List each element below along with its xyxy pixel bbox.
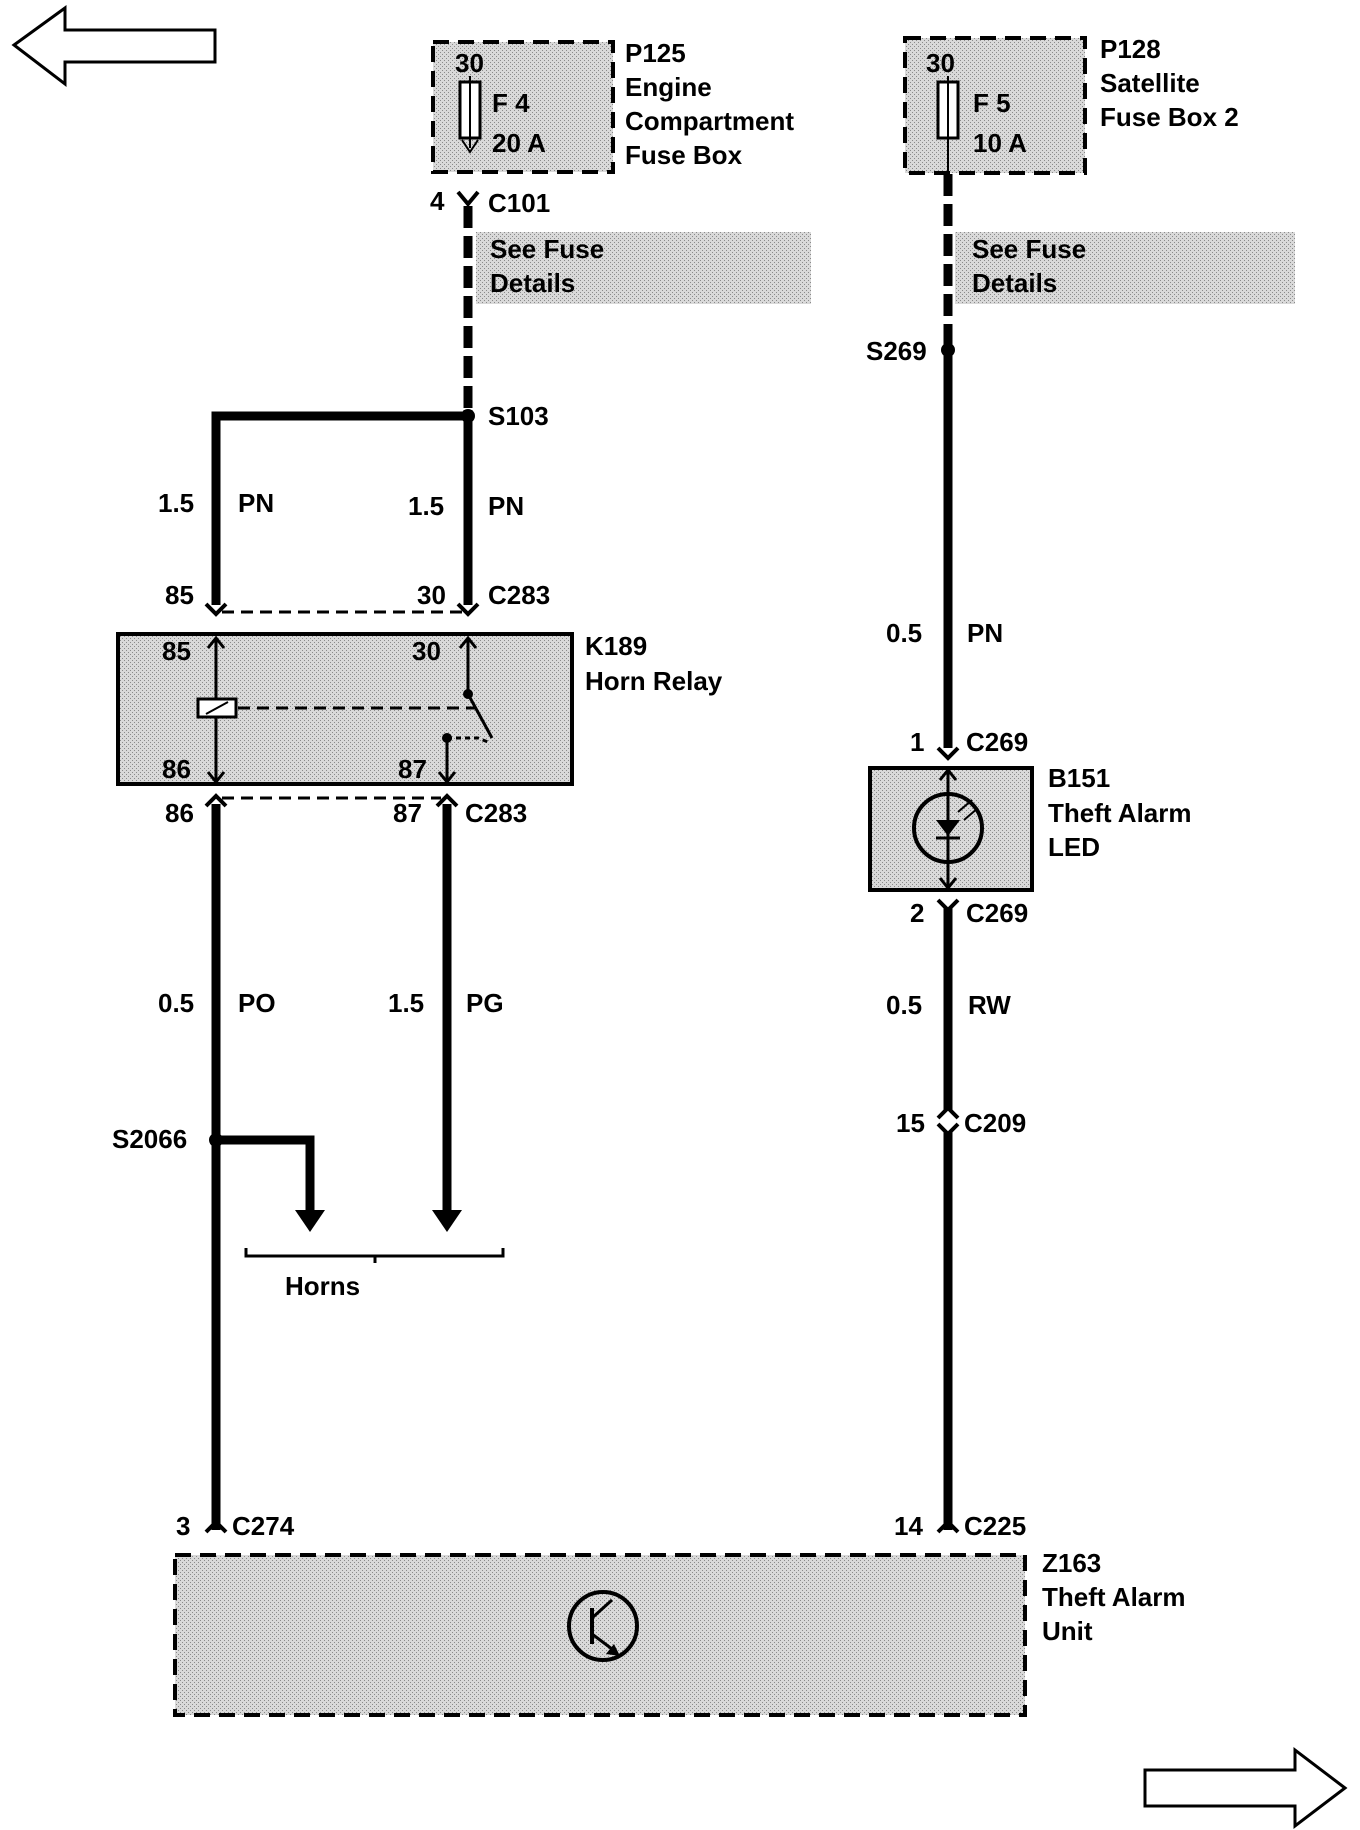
c225-label: C225 (964, 1511, 1026, 1541)
relay-pin-85: 85 (162, 636, 191, 666)
fuse-f5-icon (936, 76, 960, 172)
wire-pg-size: 1.5 (388, 988, 424, 1018)
s2066-label: S2066 (112, 1124, 187, 1154)
c274-label: C274 (232, 1511, 295, 1541)
c269-top-pin: 1 (910, 727, 924, 757)
c209-connector-icon (936, 1105, 960, 1137)
wire-rw-size: 0.5 (886, 990, 922, 1020)
c101-pin: 4 (430, 186, 445, 216)
c269-bot-pin: 2 (910, 898, 924, 928)
alarm-unit-name-1: Theft Alarm (1042, 1582, 1186, 1612)
c101-connector-icon (456, 190, 480, 208)
relay-name: Horn Relay (585, 666, 723, 696)
fuse-box-2-name-1: Satellite (1100, 68, 1200, 98)
fuse-details-2-line2: Details (972, 268, 1057, 298)
s103-splice-icon (461, 409, 475, 423)
fuse-box-1-name-1: Engine (625, 72, 712, 102)
led-name-1: Theft Alarm (1048, 798, 1192, 828)
c225-pin: 14 (894, 1511, 923, 1541)
c283-top-pin-30: 30 (417, 580, 446, 610)
c283-bot-pin-86: 86 (165, 798, 194, 828)
s269-label: S269 (866, 336, 927, 366)
relay-id: K189 (585, 631, 647, 661)
c209-pin: 15 (896, 1108, 925, 1138)
relay-pin-86: 86 (162, 754, 191, 784)
fuse-box-1-fuse: F 4 (492, 88, 530, 118)
fuse-box-1-id: P125 (625, 38, 686, 68)
alarm-unit-name-2: Unit (1042, 1616, 1093, 1646)
wire-left-top-size: 1.5 (158, 488, 194, 518)
alarm-unit-id: Z163 (1042, 1548, 1101, 1578)
fuse-f4-icon (458, 76, 482, 154)
fuse-box-2-id: P128 (1100, 34, 1161, 64)
wire-po-color: PO (238, 988, 276, 1018)
c274-pin: 3 (176, 1511, 190, 1541)
fuse-details-2-box (955, 232, 1295, 304)
relay-pin-30: 30 (412, 636, 441, 666)
c283-bot-pin-87: 87 (393, 798, 422, 828)
wire-right-top-size: 1.5 (408, 491, 444, 521)
relay-switch-icon (437, 635, 494, 785)
c101-label: C101 (488, 188, 550, 218)
horns-label: Horns (285, 1271, 360, 1301)
c269-top-label: C269 (966, 727, 1028, 757)
wire-po-size: 0.5 (158, 988, 194, 1018)
wire-led-feed-size: 0.5 (886, 618, 922, 648)
wire-pg-color: PG (466, 988, 504, 1018)
relay-coil-icon (196, 635, 476, 785)
fuse-box-1-name-2: Compartment (625, 106, 794, 136)
prev-page-arrow-icon[interactable] (11, 5, 217, 88)
theft-alarm-unit-box (173, 1553, 1027, 1717)
led-icon (912, 767, 984, 891)
fuse-box-2-rating: 10 A (973, 128, 1027, 158)
horns-bracket-icon (244, 1248, 505, 1263)
fuse-details-2-line1: See Fuse (972, 234, 1086, 264)
next-page-arrow-icon[interactable] (1143, 1746, 1348, 1830)
wire-right-top-color: PN (488, 491, 524, 521)
s103-label: S103 (488, 401, 549, 431)
fuse-box-1-rating: 20 A (492, 128, 546, 158)
fuse-box-2-name-2: Fuse Box 2 (1100, 102, 1239, 132)
c283-bot-label: C283 (465, 798, 527, 828)
led-id: B151 (1048, 763, 1110, 793)
wire-led-feed-color: PN (967, 618, 1003, 648)
transistor-icon (567, 1590, 639, 1662)
fuse-box-1-name-3: Fuse Box (625, 140, 743, 170)
led-name-2: LED (1048, 832, 1100, 862)
fuse-details-1-box (476, 232, 811, 304)
fuse-details-1-line1: See Fuse (490, 234, 604, 264)
c269-bot-label: C269 (966, 898, 1028, 928)
wire-rw-color: RW (968, 990, 1011, 1020)
satellite-fuse-box (903, 36, 1087, 175)
relay-pin-87: 87 (398, 754, 427, 784)
fuse-box-2-pin: 30 (926, 48, 955, 78)
fuse-details-1-line2: Details (490, 268, 575, 298)
wire-left-top-color: PN (238, 488, 274, 518)
c283-top-label: C283 (488, 580, 550, 610)
c283-top-pin-85: 85 (165, 580, 194, 610)
fuse-box-2-fuse: F 5 (973, 88, 1011, 118)
c209-label: C209 (964, 1108, 1026, 1138)
fuse-box-1-pin: 30 (455, 48, 484, 78)
